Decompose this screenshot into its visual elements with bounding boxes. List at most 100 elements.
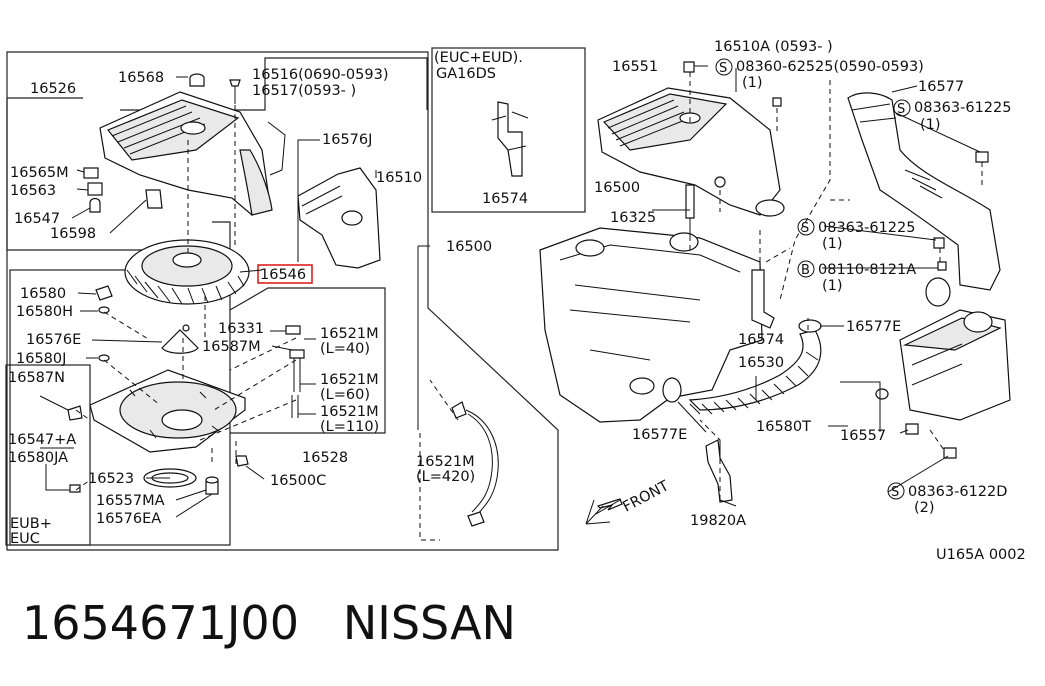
label-16546: 16546 <box>260 267 306 283</box>
label-08360-62525: 08360-62525(0590-0593) <box>736 59 924 75</box>
symbol-s-2: S <box>897 102 905 117</box>
label-16528: 16528 <box>302 450 348 466</box>
label-08363-61225-a-qty: (1) <box>920 117 941 133</box>
symbol-s-3: S <box>801 221 809 236</box>
label-16568: 16568 <box>118 70 164 86</box>
label-16521M-40: 16521M <box>320 326 379 342</box>
label-16565M: 16565M <box>10 165 69 181</box>
label-16500-main: 16500 <box>446 239 492 255</box>
label-16510A: 16510A (0593- ) <box>714 39 833 55</box>
main-group-frame <box>6 51 559 551</box>
label-08363-61225-a: 08363-61225 <box>914 100 1012 116</box>
b-symbol-icon <box>797 260 815 278</box>
front-arrow <box>585 498 623 525</box>
label-16574-right: 16574 <box>738 332 784 348</box>
air-filter-element-16546 <box>124 239 250 305</box>
label-16577E-left: 16577E <box>632 427 687 443</box>
label-16521M-60: 16521M <box>320 372 379 388</box>
corrugated-hose-16530 <box>688 329 822 415</box>
label-16331: 16331 <box>218 321 264 337</box>
caption-spacer <box>299 596 343 650</box>
label-16577: 16577 <box>918 79 964 95</box>
label-16557MA: 16557MA <box>96 493 165 509</box>
label-16521M-110: 16521M <box>320 404 379 420</box>
label-16530: 16530 <box>738 355 784 371</box>
label-08363-61225-b: 08363-61225 <box>818 220 916 236</box>
leader-lines <box>39 65 981 518</box>
small-bolts-right <box>683 61 989 459</box>
label-eub: EUB+ <box>10 516 52 532</box>
label-l60: (L=60) <box>320 387 370 403</box>
resonator-box <box>899 309 1011 421</box>
caption-brand: NISSAN <box>342 596 516 650</box>
label-16576EA: 16576EA <box>96 511 161 527</box>
label-08363-61225-b-qty: (1) <box>822 236 843 252</box>
vacuum-hoses-16521M <box>285 325 305 418</box>
bracket-16510 <box>297 167 381 269</box>
label-l40: (L=40) <box>320 341 370 357</box>
label-16521M-420: 16521M <box>416 454 475 470</box>
engine-block <box>539 227 763 423</box>
grommet-16576E <box>161 324 199 354</box>
bracket-16574-right <box>751 269 775 329</box>
label-16574-inset: 16574 <box>482 191 528 207</box>
symbol-s-4: S <box>891 485 899 500</box>
inset-bracket-16574 <box>491 101 529 177</box>
label-16557: 16557 <box>840 428 886 444</box>
label-16587N: 16587N <box>8 370 65 386</box>
label-08363-6122D: 08363-6122D <box>908 484 1007 500</box>
symbol-b: B <box>801 263 810 278</box>
label-16587M: 16587M <box>202 339 261 355</box>
label-16577E-right: 16577E <box>846 319 901 335</box>
highlight-16546 <box>257 264 313 284</box>
label-16517: 16517(0593- ) <box>252 83 356 99</box>
air-cleaner-upper-cover <box>99 91 286 216</box>
label-16576J: 16576J <box>322 132 372 148</box>
label-08110-8121A: 08110-8121A <box>818 262 916 278</box>
label-inset-model: (EUC+EUD). <box>434 50 523 66</box>
grommet-16568 <box>189 73 205 87</box>
label-16516: 16516(0690-0593) <box>252 67 388 83</box>
label-08110-8121A-qty: (1) <box>822 278 843 294</box>
label-16500C: 16500C <box>270 473 326 489</box>
label-front: FRONT <box>620 478 671 515</box>
s-symbol-icons <box>715 58 911 500</box>
label-16500-right: 16500 <box>594 180 640 196</box>
symbol-s-1: S <box>719 61 727 76</box>
caption-part-number: 1654671J00 <box>22 596 299 650</box>
label-16325: 16325 <box>610 210 656 226</box>
eub-euc-frame <box>5 364 91 546</box>
label-16580H: 16580H <box>16 304 73 320</box>
label-16598: 16598 <box>50 226 96 242</box>
diagram-reference-code: U165A 0002 <box>936 547 1026 563</box>
bracket-19820A <box>705 439 733 503</box>
duct-16577 <box>847 92 1001 307</box>
long-hose-16521M-420 <box>451 401 499 527</box>
label-08360-qty: (1) <box>742 75 763 91</box>
label-08363-6122D-qty: (2) <box>914 500 935 516</box>
label-l110: (L=110) <box>320 419 379 435</box>
label-16580: 16580 <box>20 286 66 302</box>
label-16551: 16551 <box>612 59 658 75</box>
air-cleaner-lower-case <box>89 369 246 453</box>
label-16563: 16563 <box>10 183 56 199</box>
clip-parts-16563 <box>83 167 163 213</box>
label-19820A: 19820A <box>690 513 746 529</box>
label-16580JA: 16580JA <box>8 450 68 466</box>
label-16523: 16523 <box>88 471 134 487</box>
label-16576E: 16576E <box>26 332 81 348</box>
label-l420: (L=420) <box>416 469 475 485</box>
hose-clamps-16577E <box>662 319 822 403</box>
label-16547A: 16547+A <box>8 432 76 448</box>
label-16510: 16510 <box>376 170 422 186</box>
part-caption: 1654671J00 NISSAN <box>22 596 516 650</box>
label-16547: 16547 <box>14 211 60 227</box>
label-inset-engine: GA16DS <box>436 66 496 82</box>
inset-frame <box>431 47 586 213</box>
air-cleaner-cover-16500 <box>597 87 785 217</box>
hose-frame <box>229 287 386 434</box>
label-16580T: 16580T <box>756 419 811 435</box>
label-euc: EUC <box>10 531 40 547</box>
label-16580J: 16580J <box>16 351 66 367</box>
